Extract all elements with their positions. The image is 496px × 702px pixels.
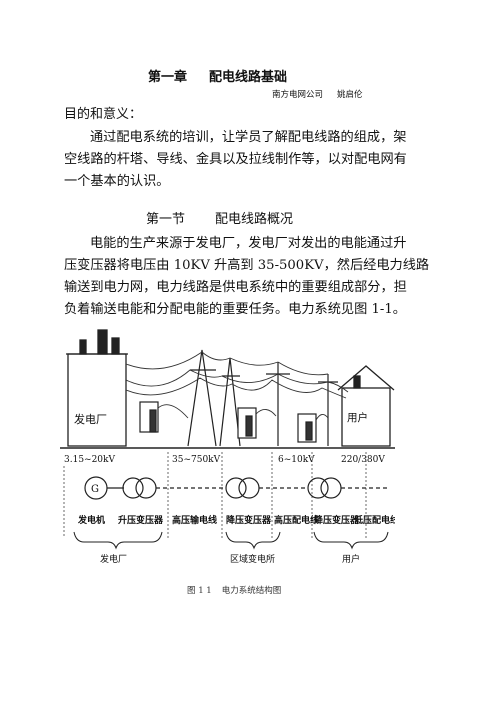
chapter-number: 第一章 [148, 70, 188, 85]
figure-caption-text: 电力系统结构图 [221, 586, 282, 596]
component-label: 发电机 [77, 514, 105, 526]
section-heading: 第一节 配电线路概况 [146, 208, 293, 227]
building-right-label: 用户 [347, 411, 368, 424]
component-label: 高压输电线 [172, 514, 217, 526]
purpose-line: 空线路的杆塔、导线、金具以及拉线制作等，以对配电网有 [64, 152, 407, 167]
group-brackets [73, 531, 389, 550]
voltage-label: 35~750kV [172, 455, 221, 465]
power-plant-building [66, 329, 128, 447]
voltage-label: 3.15~20kV [64, 455, 115, 465]
body-paragraph: 电能的生产来源于发电厂，发电厂对发出的电能通过升 压变压器将电压由 10KV 升… [64, 233, 436, 321]
body-line: 电能的生产来源于发电厂，发电厂对发出的电能通过升 [90, 236, 407, 251]
component-label: 升压变压器 [118, 514, 164, 526]
component-label: 高压配电线 [274, 514, 319, 526]
figure-caption: 图 1 1 电力系统结构图 [187, 584, 281, 596]
building-left-label: 发电厂 [74, 412, 107, 426]
author-name: 姚启伦 [337, 90, 363, 100]
author-line: 南方电网公司 姚启伦 [272, 88, 363, 100]
group-label: 发电厂 [100, 553, 127, 565]
body-line: 压变压器将电压由 10KV 升高到 35-500KV，然后经电力线路 [64, 258, 430, 273]
substation-units [139, 401, 317, 443]
body-line: 负着输送电能和分配电能的重要任务。电力系统见图 1-1。 [64, 302, 406, 317]
group-label: 区域变电所 [230, 553, 275, 565]
voltage-label: 220/380V [341, 455, 385, 465]
purpose-line: 一个基本的认识。 [64, 174, 170, 189]
stage-separators [63, 452, 367, 538]
component-label: 降压变压器 [226, 514, 272, 526]
voltage-label: 6~10kV [278, 455, 315, 465]
figure-number: 图 1 1 [187, 586, 212, 596]
user-building [337, 365, 395, 447]
power-system-diagram: 发电厂 用户 3.15~20k [60, 329, 395, 565]
section-title: 配电线路概况 [215, 212, 294, 227]
purpose-heading: 目的和意义： [64, 107, 143, 122]
body-line: 输送到电力网，电力线路是供电系统中的重要组成部分，担 [64, 280, 407, 295]
chapter-title: 第一章 配电线路基础 [148, 66, 287, 85]
component-label: 低压配电线 [353, 514, 395, 526]
chapter-name: 配电线路基础 [209, 70, 288, 85]
section-number: 第一节 [146, 212, 186, 227]
single-line-schematic [84, 476, 390, 500]
group-label: 用户 [342, 553, 360, 565]
generator-symbol: G [91, 484, 99, 495]
overhead-conductors [125, 351, 349, 421]
component-label: 降压变压器 [314, 514, 360, 526]
author-org: 南方电网公司 [272, 90, 324, 100]
purpose-line: 通过配电系统的培训，让学员了解配电线路的组成，架 [90, 130, 407, 145]
purpose-paragraph: 通过配电系统的培训，让学员了解配电线路的组成，架 空线路的杆塔、导线、金具以及拉… [64, 127, 436, 193]
